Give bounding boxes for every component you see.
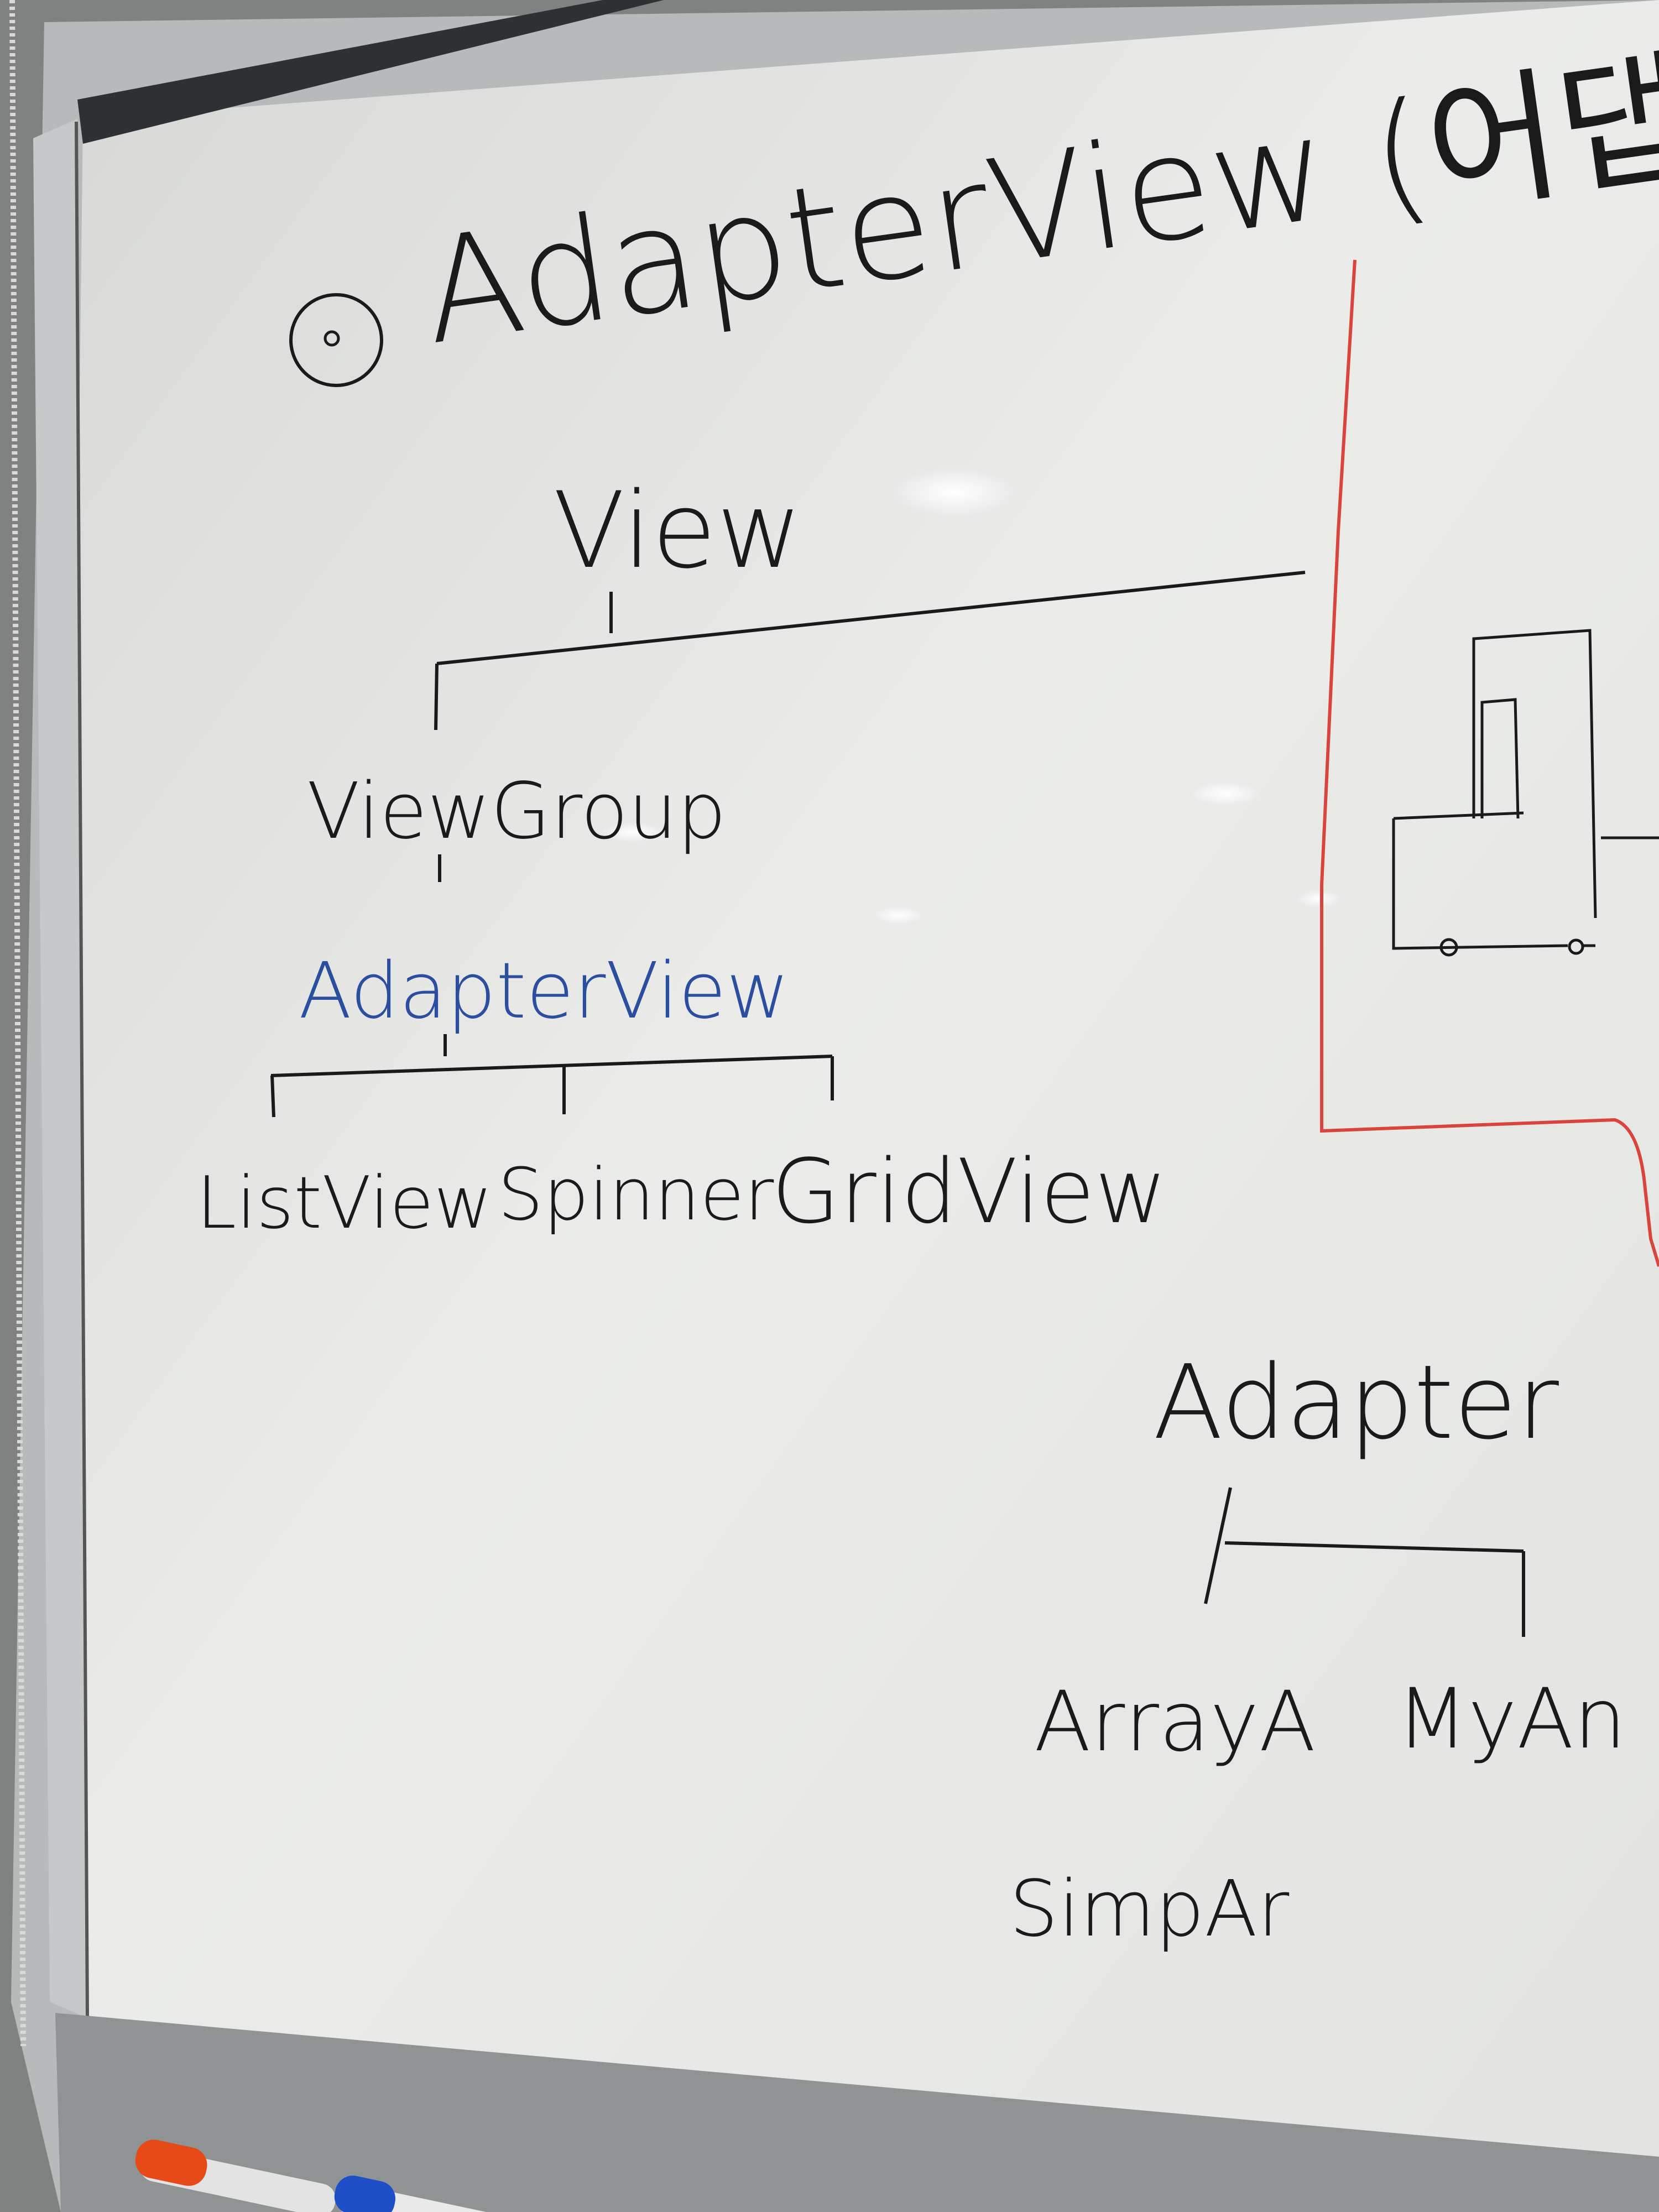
- adapter-connector: [1204, 1487, 1232, 1604]
- tree-child-gridview: GridView: [771, 1140, 1167, 1243]
- adapter-child-my: MyAn: [1396, 1671, 1626, 1767]
- tree-child-listview: ListView: [196, 1161, 493, 1245]
- red-box-diagram: [1320, 259, 1659, 1267]
- title-bullet-dot: [324, 330, 340, 347]
- adapter-child-array: ArrayA: [1034, 1674, 1316, 1770]
- tree-bracket: [436, 571, 1306, 665]
- board-left-edge: [75, 121, 89, 2019]
- board-top-rail: [77, 0, 664, 144]
- tree-child-spinner: Spinner: [498, 1152, 774, 1237]
- glare-spot: [1297, 890, 1341, 907]
- red-outline: [1320, 259, 1659, 1267]
- glare-spot: [600, 822, 666, 842]
- marker-tray: [55, 2013, 1659, 2212]
- circuit-node: [1568, 938, 1584, 955]
- tree-viewgroup: ViewGroup: [307, 766, 726, 857]
- adapter-extra-simple: SimpAr: [1009, 1864, 1290, 1954]
- tree-adapterview: AdapterView: [299, 946, 790, 1036]
- circuit-sketch: [1392, 629, 1597, 950]
- tree-bracket: [270, 1055, 833, 1077]
- glare-spot: [893, 467, 1015, 517]
- board-left-rail: [33, 119, 88, 2018]
- board-surface: [61, 0, 1659, 2212]
- tree-connector: [270, 1075, 275, 1118]
- glare-spot: [874, 906, 924, 924]
- circuit-node: [1439, 938, 1458, 957]
- adapter-bracket: [1224, 1541, 1524, 1553]
- tree-root-view: View: [553, 469, 802, 592]
- title-bullet-circle: [289, 293, 383, 387]
- red-marker-cap: [135, 2140, 207, 2186]
- glare-spot: [1189, 781, 1261, 806]
- blind-cord: [9, 0, 26, 2047]
- view-tree: View ViewGroup AdapterView ListView Spin…: [196, 469, 1306, 1245]
- adapter-tree: Adapter ArrayA MyAn SimpAr: [1009, 1343, 1626, 1954]
- tree-connector: [434, 663, 439, 731]
- blue-marker-cap: [334, 2176, 395, 2212]
- adapter-root: Adapter: [1153, 1343, 1559, 1462]
- markers: [135, 2140, 503, 2212]
